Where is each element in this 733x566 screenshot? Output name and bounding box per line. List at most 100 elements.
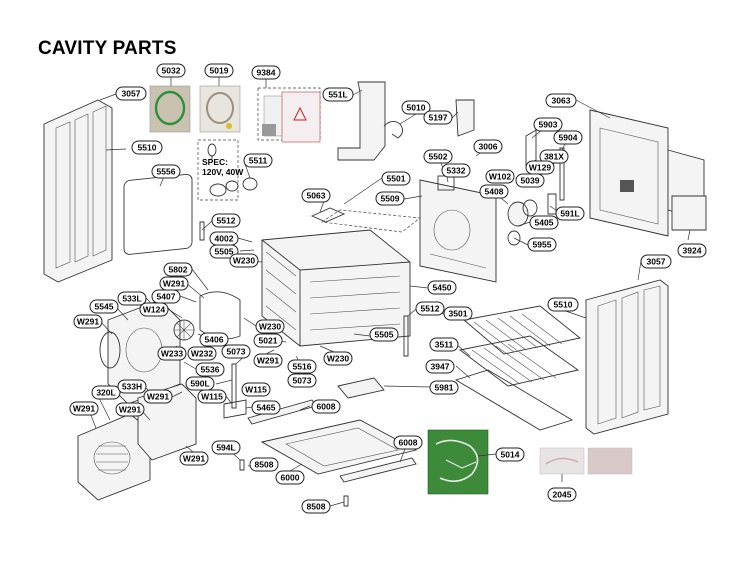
callout-5505-mid: 5505 [369,327,399,342]
page-title: CAVITY PARTS [38,38,177,59]
svg-text:381X: 381X [544,152,564,162]
callout-381X: 381X [539,149,569,164]
callout-5509: 5509 [375,191,405,206]
callout-5332: 5332 [441,163,471,178]
callout-5014: 5014 [495,447,525,462]
callout-5073-low: 5073 [287,373,317,388]
svg-text:3063: 3063 [552,96,571,106]
svg-text:6008: 6008 [317,402,336,412]
svg-text:5556: 5556 [157,167,176,177]
svg-text:W291: W291 [73,404,95,414]
box-3924 [671,195,707,231]
bulb-ring-photo [199,85,241,133]
bracket-551L [337,81,386,161]
rod-5512-b [403,315,409,357]
svg-text:3006: 3006 [479,142,498,152]
svg-text:W291: W291 [163,279,185,289]
heater-5802 [199,291,241,340]
callout-9384: 9384 [251,65,281,80]
callout-3057-top: 3057 [115,86,147,101]
callout-W230-mid: W230 [255,319,285,334]
callout-5904: 5904 [553,130,583,145]
svg-text:5502: 5502 [429,152,448,162]
svg-text:5332: 5332 [447,166,466,176]
callout-533L: 533L [117,291,147,306]
bracket-5197 [455,99,475,137]
callout-5502: 5502 [423,149,453,164]
svg-text:W115: W115 [201,392,223,402]
oven-lamp [197,139,258,201]
callout-6008-upper: 6008 [311,399,341,414]
convection-plate [419,175,497,283]
callout-W102: W102 [485,169,515,184]
svg-text:594L: 594L [216,443,235,453]
svg-text:5505: 5505 [215,247,234,257]
svg-text:8508: 8508 [255,460,274,470]
svg-text:5536: 5536 [201,365,220,375]
callout-5465: 5465 [251,400,281,415]
svg-text:W129: W129 [529,163,551,173]
svg-text:W230: W230 [327,354,349,364]
svg-text:5021: 5021 [259,336,278,346]
callout-6008-lower: 6008 [393,435,423,450]
svg-text:551L: 551L [328,90,347,100]
fan-blade [173,319,195,341]
svg-text:5073: 5073 [227,347,246,357]
svg-text:5019: 5019 [210,66,229,76]
callout-3947: 3947 [425,359,455,374]
svg-text:W291: W291 [77,317,99,327]
callout-5032: 5032 [156,63,186,78]
callout-W291-c: W291 [253,353,283,368]
callout-594L: 594L [211,440,241,455]
svg-text:W291: W291 [119,405,141,415]
callout-5197: 5197 [423,110,453,125]
svg-text:5501: 5501 [387,174,406,184]
svg-text:5010: 5010 [407,103,426,113]
part-5465 [223,399,247,419]
slide-6008-lower [339,457,417,483]
svg-text:590L: 590L [190,379,209,389]
callout-5510-left: 5510 [131,140,163,155]
callout-6000: 6000 [275,470,305,485]
callout-5501: 5501 [381,171,411,186]
callout-5511: 5511 [243,153,273,168]
callout-5512-top: 5512 [211,213,241,228]
callout-5981: 5981 [429,380,459,395]
callout-5408: 5408 [479,184,509,199]
element-5063 [310,207,346,223]
callout-labels: 5032 5019 9384 3057 551L 5010 5197 3063 … [69,63,707,514]
callout-5545: 5545 [89,299,119,314]
svg-text:533H: 533H [122,382,142,392]
callout-8508-lower: 8508 [301,499,331,514]
svg-text:5073: 5073 [293,376,312,386]
callout-590L: 590L [185,376,215,391]
callout-5405: 5405 [529,215,559,230]
gasket-3947 [454,369,574,431]
callout-W129: W129 [525,160,555,175]
callout-W115-a: W115 [241,382,271,397]
callout-5073-top: 5073 [221,344,251,359]
svg-text:5405: 5405 [535,218,554,228]
svg-text:5407: 5407 [157,292,176,302]
screw-8508-a [239,459,245,471]
svg-text:5802: 5802 [169,265,188,275]
svg-text:4002: 4002 [215,234,234,244]
svg-text:W233: W233 [161,349,183,359]
svg-text:3924: 3924 [683,246,702,256]
callout-W291-d: W291 [143,389,173,404]
svg-text:5511: 5511 [249,156,268,166]
svg-text:5516: 5516 [293,362,312,372]
callout-W291-e: W291 [69,401,99,416]
svg-text:6008: 6008 [399,438,418,448]
callout-W230-low: W230 [323,351,353,366]
wire-5010 [383,121,403,139]
callout-W291-f: W291 [115,402,145,417]
handle-5981 [337,377,385,399]
callout-8508-upper: 8508 [249,457,279,472]
callout-5556: 5556 [151,164,181,179]
callout-551L: 551L [322,87,354,102]
oven-cavity [261,229,411,347]
screw-8508-b [343,495,349,507]
callout-2045: 2045 [547,487,577,502]
callout-5406: 5406 [199,332,229,347]
